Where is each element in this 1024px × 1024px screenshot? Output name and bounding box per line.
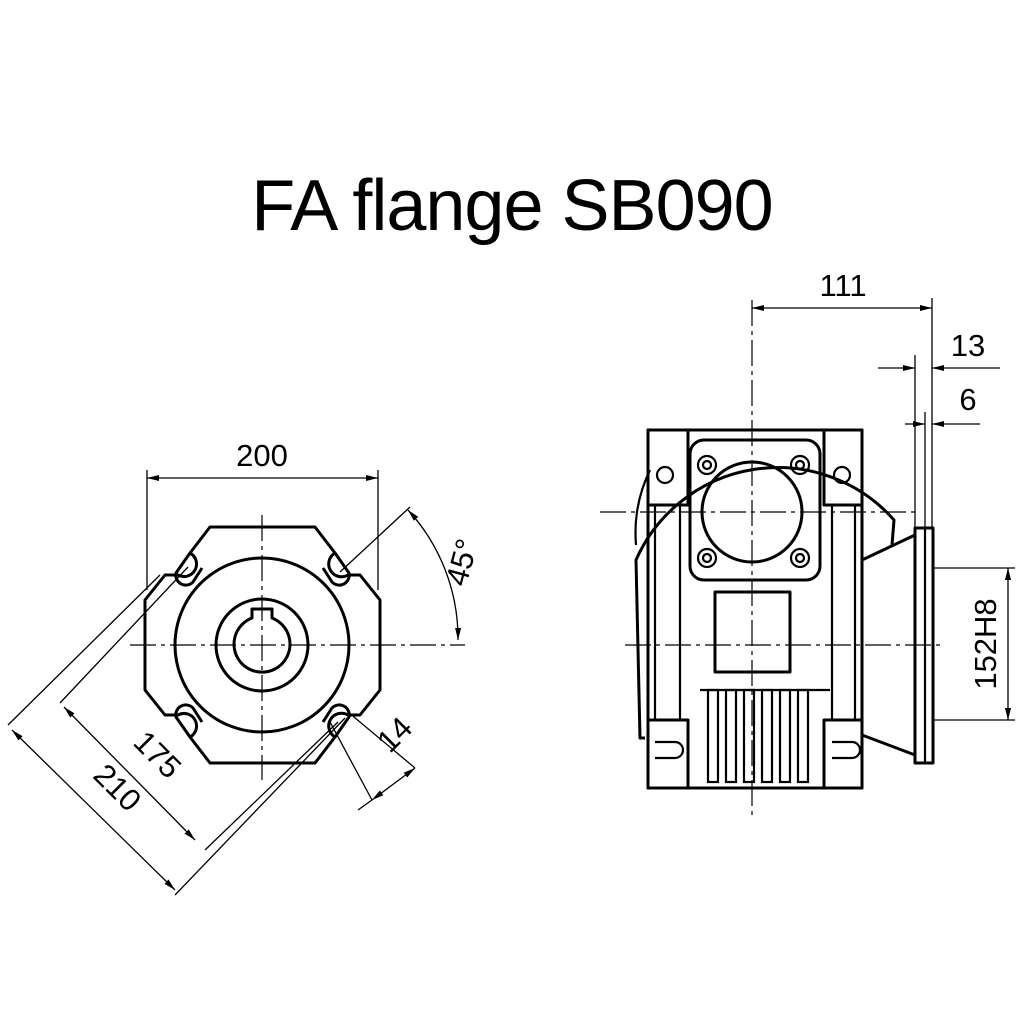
dim-111: 111 bbox=[819, 268, 866, 303]
dim-152H8: 152H8 bbox=[968, 598, 1003, 689]
dim-210: 210 bbox=[87, 757, 148, 818]
cooling-fin bbox=[796, 688, 810, 784]
dim-6: 6 bbox=[959, 382, 976, 417]
cooling-fin bbox=[778, 688, 792, 784]
side-view: 111 13 6 152H8 bbox=[600, 268, 1015, 820]
wheel-housing bbox=[634, 466, 896, 740]
slot-top-right bbox=[321, 552, 351, 587]
dim-13: 13 bbox=[951, 328, 985, 363]
dim-14: 14 bbox=[370, 710, 419, 759]
dim-200: 200 bbox=[236, 438, 288, 473]
input-flange bbox=[688, 438, 822, 582]
mount-block-top-left bbox=[646, 428, 690, 507]
cooling-fin bbox=[724, 688, 738, 784]
mount-block-bottom-right bbox=[822, 718, 864, 790]
cooling-fin bbox=[706, 688, 720, 784]
mount-block-bottom-left bbox=[646, 718, 690, 790]
gearbox-body bbox=[646, 428, 864, 790]
dim-175: 175 bbox=[127, 724, 188, 785]
cooling-fin bbox=[742, 688, 756, 784]
slot-top-left bbox=[174, 552, 204, 587]
slot-bottom-right bbox=[321, 703, 351, 738]
mount-block-top-right bbox=[822, 428, 864, 507]
slot-bottom-left bbox=[174, 703, 204, 738]
dim-45-deg: 45° bbox=[439, 535, 485, 589]
cooling-fin bbox=[760, 688, 774, 784]
front-view: 200 45° 175 210 14 bbox=[7, 438, 485, 896]
drawing-title: FA flange SB090 bbox=[251, 166, 772, 246]
bore-keyway bbox=[232, 607, 292, 674]
